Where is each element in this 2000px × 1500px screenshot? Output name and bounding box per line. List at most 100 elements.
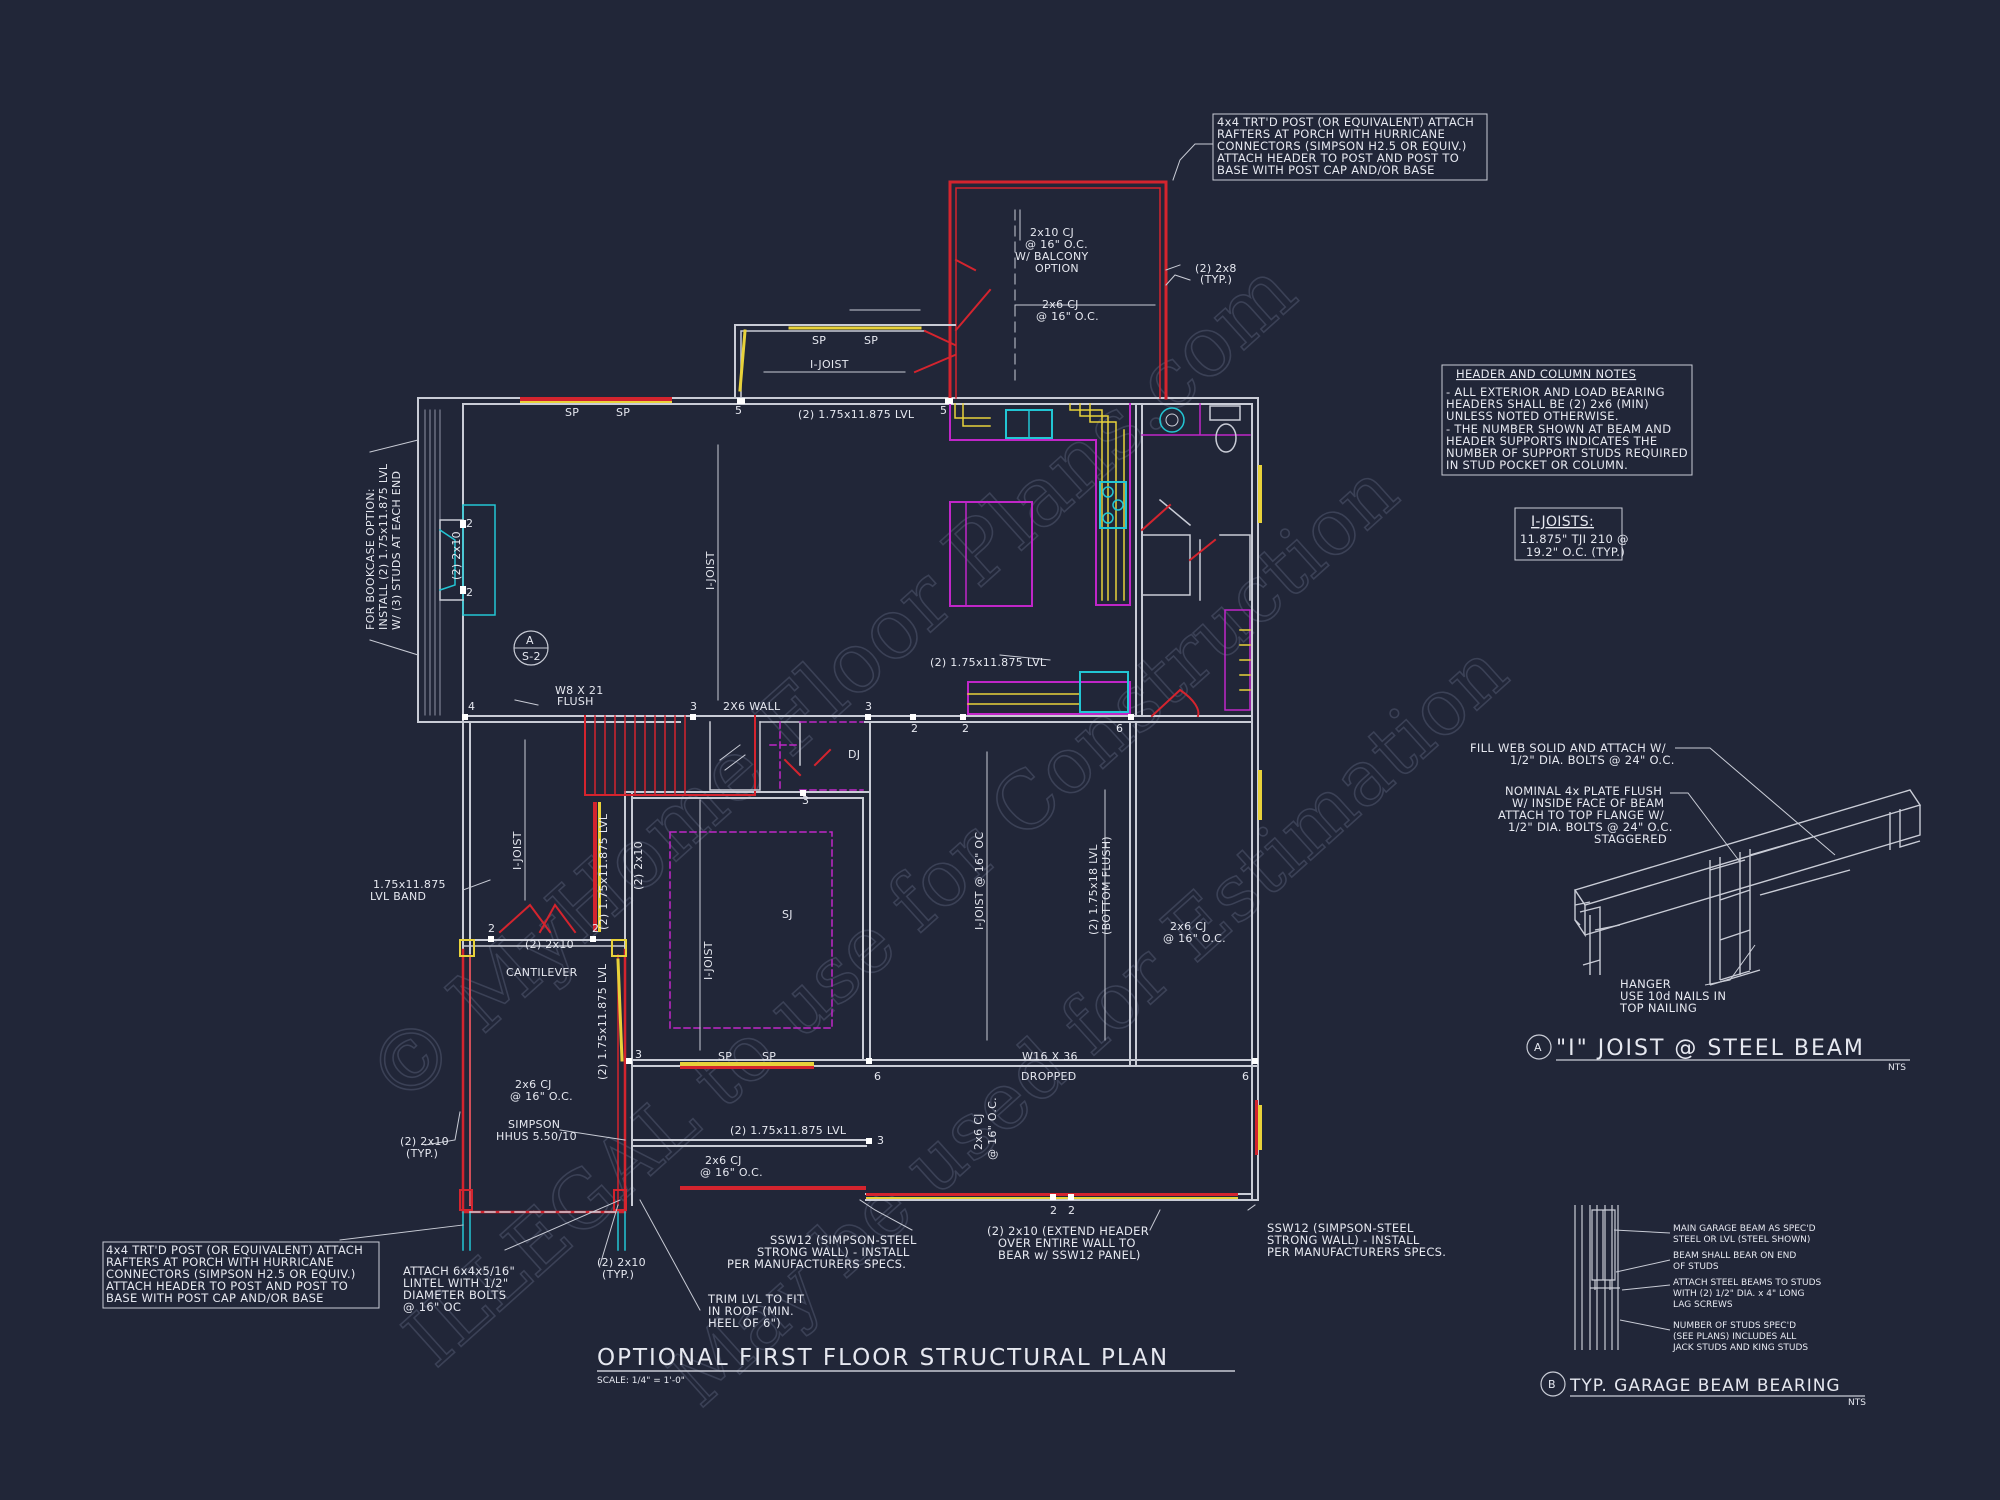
- label-stud-3c: 3: [802, 794, 809, 807]
- label-dropped: DROPPED: [1021, 1070, 1077, 1083]
- label-under-stair-2x6: 2x6 CJ: [705, 1154, 742, 1167]
- ssw-left-line3: PER MANUFACTURERS SPECS.: [727, 1257, 906, 1271]
- label-w8-1: W8 X 21: [555, 684, 604, 697]
- porch-bottom-line3: CONNECTORS (SIMPSON H2.5 OR EQUIV.): [106, 1267, 356, 1281]
- label-2x10-fireplace: (2) 2x10: [450, 531, 463, 580]
- lintel-line3: DIAMETER BOLTS: [403, 1288, 506, 1302]
- ijoists-line2: 19.2" O.C. (TYP.): [1526, 545, 1625, 559]
- label-stud-5b: 5: [940, 404, 947, 417]
- label-stud-3b: 3: [865, 700, 872, 713]
- detail-b-callout2-line2: OF STUDS: [1673, 1262, 1719, 1272]
- label-stud-3a: 3: [690, 700, 697, 713]
- porch-bottom-line5: BASE WITH POST CAP AND/OR BASE: [106, 1291, 324, 1305]
- label-balcony-cj-4: OPTION: [1035, 262, 1079, 275]
- label-balcony-cj-1: 2x10 CJ: [1030, 226, 1074, 239]
- label-ijoist-living: I-JOIST: [704, 551, 717, 590]
- label-sp-1: SP: [812, 334, 826, 347]
- label-stud-2h: 2: [1068, 1204, 1075, 1217]
- detail-a-leaders: [1670, 747, 1836, 986]
- detail-a-callout3-line1: HANGER: [1620, 977, 1671, 991]
- plan-title-block: OPTIONAL FIRST FLOOR STRUCTURAL PLAN SCA…: [597, 1345, 1235, 1386]
- label-cantilever: CANTILEVER: [506, 966, 578, 979]
- label-2x10-vert: (2) 2x10: [632, 841, 645, 890]
- section-ref-sheet: S-2: [522, 650, 541, 663]
- label-sp-4: SP: [616, 406, 630, 419]
- detail-a: FILL WEB SOLID AND ATTACH W/ 1/2" DIA. B…: [1470, 741, 1922, 1073]
- detail-b-callout4-line3: JACK STUDS AND KING STUDS: [1672, 1343, 1808, 1353]
- detail-a-callout2-line4: 1/2" DIA. BOLTS @ 24" O.C.: [1508, 820, 1673, 834]
- hcn-title: HEADER AND COLUMN NOTES: [1456, 367, 1636, 381]
- detail-b-callout3-line1: ATTACH STEEL BEAMS TO STUDS: [1673, 1278, 1821, 1288]
- trim-line1: TRIM LVL TO FIT: [707, 1292, 805, 1306]
- detail-a-marker-circle: [1526, 1034, 1552, 1060]
- label-ijoist-left: I-JOIST: [511, 831, 524, 870]
- hcn-line5: HEADER SUPPORTS INDICATES THE: [1446, 434, 1657, 448]
- label-garage-2x6-oc: @ 16" O.C.: [1163, 932, 1226, 945]
- label-lvl-vert: (2) 1.75x11.875 LVL: [597, 813, 610, 930]
- label-typ-2x10-left-1: (2) 2x10: [400, 1135, 449, 1148]
- ssw-right-line3: PER MANUFACTURERS SPECS.: [1267, 1245, 1446, 1259]
- label-stud-3d: 3: [635, 1048, 642, 1061]
- top-headers: [520, 397, 1262, 1155]
- label-sp-3: SP: [565, 406, 579, 419]
- label-ijoist-center: I-JOIST: [702, 941, 715, 980]
- detail-b-callout3-line3: LAG SCREWS: [1673, 1300, 1733, 1310]
- extend-line3: BEAR w/ SSW12 PANEL): [998, 1248, 1141, 1262]
- label-simpson-2: HHUS 5.50/10: [496, 1130, 577, 1143]
- porch-top-line4: ATTACH HEADER TO POST AND POST TO: [1217, 151, 1459, 165]
- detail-a-title: "I" JOIST @ STEEL BEAM: [1556, 1036, 1865, 1061]
- header-column-notes: HEADER AND COLUMN NOTES - ALL EXTERIOR A…: [1441, 364, 1693, 476]
- label-ijoist16: I-JOIST @ 16" OC: [973, 832, 986, 930]
- label-bookcase-1: FOR BOOKCASE OPTION:: [364, 488, 377, 630]
- hcn-line2: HEADERS SHALL BE (2) 2x6 (MIN): [1446, 397, 1649, 411]
- label-typ-2x10-left-2: (TYP.): [406, 1147, 438, 1160]
- plan-labels: 2x10 CJ @ 16" O.C. W/ BALCONY OPTION 2x6…: [364, 226, 1249, 1281]
- extend-header-note: (2) 2x10 (EXTEND HEADER OVER ENTIRE WALL…: [987, 1224, 1149, 1262]
- label-simpson-1: SIMPSON: [508, 1118, 560, 1131]
- ssw-left-line2: STRONG WALL) - INSTALL: [757, 1245, 910, 1259]
- detail-a-callout2-line5: STAGGERED: [1594, 832, 1667, 846]
- ssw-note-left: SSW12 (SIMPSON-STEEL STRONG WALL) - INST…: [727, 1233, 917, 1271]
- detail-a-callout1-line2: 1/2" DIA. BOLTS @ 24" O.C.: [1510, 753, 1675, 767]
- detail-b-callout4-line1: NUMBER OF STUDS SPEC'D: [1673, 1321, 1796, 1331]
- plan-title: OPTIONAL FIRST FLOOR STRUCTURAL PLAN: [597, 1345, 1169, 1371]
- detail-a-callout1-line1: FILL WEB SOLID AND ATTACH W/: [1470, 741, 1666, 755]
- label-stud-2b: 2: [466, 586, 473, 599]
- detail-b-callout1-line2: STEEL OR LVL (STEEL SHOWN): [1673, 1235, 1810, 1245]
- porch-post-note-top: 4x4 TRT'D POST (OR EQUIVALENT) ATTACH RA…: [1212, 113, 1488, 181]
- detail-b-title: TYP. GARAGE BEAM BEARING: [1569, 1376, 1841, 1396]
- detail-b-marker-circle: [1540, 1371, 1566, 1397]
- detail-a-callout2-line1: NOMINAL 4x PLATE FLUSH: [1505, 784, 1662, 798]
- porch-top-line2: RAFTERS AT PORCH WITH HURRICANE: [1217, 127, 1445, 141]
- label-stud-2f: 2: [592, 922, 599, 935]
- label-lvl-bottom-flush-2: (BOTTOM FLUSH): [1100, 836, 1113, 935]
- detail-b-leaders: [1613, 1229, 1671, 1331]
- detail-b-drawing: [1574, 1205, 1620, 1350]
- label-sp-5: SP: [718, 1050, 732, 1063]
- label-balcony-cj-3: W/ BALCONY: [1015, 250, 1089, 263]
- label-w8-2: FLUSH: [557, 695, 594, 708]
- label-lvl-bottom: (2) 1.75x11.875 LVL: [730, 1124, 847, 1137]
- floor-plan: [339, 143, 1262, 1311]
- detail-a-marker: A: [1534, 1041, 1542, 1054]
- label-stud-2e: 2: [488, 922, 495, 935]
- label-lvl-bottom-flush-1: (2) 1.75x18 LVL: [1087, 844, 1100, 935]
- label-stud-6c: 6: [1242, 1070, 1249, 1083]
- label-bookcase-3: W/ (3) STUDS AT EACH END: [390, 471, 403, 630]
- trim-lvl-note: TRIM LVL TO FIT IN ROOF (MIN. HEEL OF 6"…: [707, 1292, 805, 1330]
- stair-opening-headers: [593, 802, 814, 1069]
- label-garage-2x6-vert: 2x6 CJ: [972, 1113, 985, 1150]
- label-typ-2x10-right-1: (2) 2x10: [597, 1256, 646, 1269]
- label-2x8-typ-2: (TYP.): [1200, 273, 1232, 286]
- label-sp-2: SP: [864, 334, 878, 347]
- ijoists-line1: 11.875" TJI 210 @: [1520, 532, 1629, 546]
- bookcase-hatch: [424, 409, 441, 716]
- dimension-arrows: [524, 209, 1181, 1051]
- section-ref-letter: A: [526, 634, 534, 647]
- extend-line2: OVER ENTIRE WALL TO: [998, 1236, 1136, 1250]
- label-typ-2x10-right-2: (TYP.): [602, 1268, 634, 1281]
- detail-b-callout4-line2: (SEE PLANS) INCLUDES ALL: [1673, 1332, 1796, 1342]
- hcn-line1: - ALL EXTERIOR AND LOAD BEARING: [1446, 385, 1665, 399]
- detail-a-callout2-line2: W/ INSIDE FACE OF BEAM: [1512, 796, 1664, 810]
- label-stud-6b: 6: [874, 1070, 881, 1083]
